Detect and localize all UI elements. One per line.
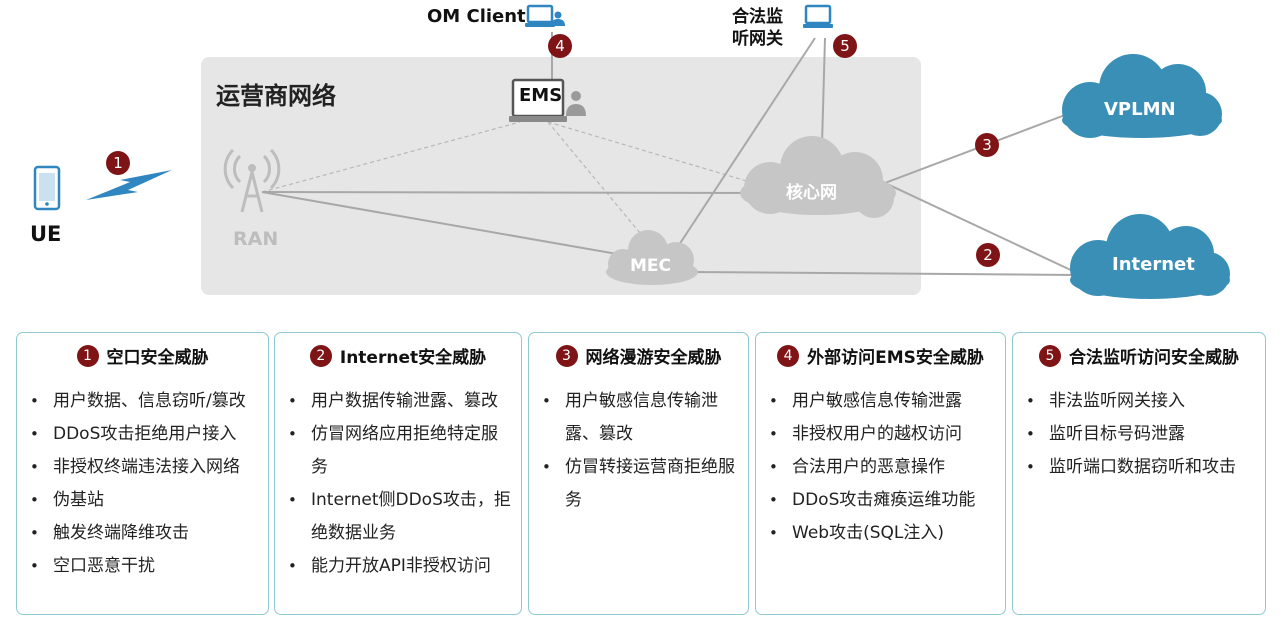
wireless-link-icon	[86, 170, 172, 200]
link-core-internet	[884, 182, 1076, 273]
mec-cloud	[606, 230, 698, 285]
vplmn-cloud	[1062, 54, 1222, 138]
panel-3-badge: 3	[555, 344, 578, 367]
list-item: •Internet侧DDoS攻击，拒绝数据业务	[288, 490, 511, 543]
list-item: •Web攻击(SQL注入)	[769, 523, 944, 543]
list-item: •伪基站	[30, 490, 104, 510]
panel-3-header: 3 网络漫游安全威胁	[529, 343, 748, 368]
antenna-tower-icon	[223, 148, 281, 213]
mec-label: MEC	[630, 256, 672, 276]
core-network-label: 核心网	[786, 183, 837, 203]
panel-1-list: •用户数据、信息窃听/篡改 •DDoS攻击拒绝用户接入 •非授权终端违法接入网络…	[27, 385, 258, 583]
lawful-gateway-computer-icon	[803, 4, 833, 28]
ran-label: RAN	[233, 228, 279, 250]
list-item: •非授权用户的越权访问	[769, 424, 962, 444]
list-item: •用户数据、信息窃听/篡改	[30, 391, 246, 411]
link-gateway-mec	[676, 37, 816, 249]
lawful-gateway-label-line1: 合法监	[732, 7, 783, 27]
list-item: •监听端口数据窃听和攻击	[1026, 457, 1236, 477]
threat-badge-5: 5	[833, 34, 857, 58]
link-mec-internet	[691, 271, 1076, 276]
link-ems-mec	[547, 121, 651, 246]
list-item: •非法监听网关接入	[1026, 391, 1185, 411]
panel-2-list: •用户数据传输泄露、篡改 •仿冒网络应用拒绝特定服务 •Internet侧DDo…	[285, 385, 511, 583]
lawful-gateway-label: 合法监 听网关	[732, 6, 783, 50]
panel-lawful-intercept-threats: 5 合法监听访问安全威胁 •非法监听网关接入 •监听目标号码泄露 •监听端口数据…	[1012, 332, 1266, 615]
panel-4-badge: 4	[777, 344, 800, 367]
list-item: •合法用户的恶意操作	[769, 457, 945, 477]
panel-4-header: 4 外部访问EMS安全威胁	[756, 343, 1005, 368]
phone-icon	[33, 165, 61, 211]
list-item: •监听目标号码泄露	[1026, 424, 1185, 444]
lawful-gateway-label-line2: 听网关	[732, 29, 783, 49]
ue-label: UE	[30, 222, 62, 246]
antenna-top	[248, 164, 256, 172]
panel-2-badge: 2	[309, 344, 332, 367]
panel-4-list: •用户敏感信息传输泄露 •非授权用户的越权访问 •合法用户的恶意操作 •DDoS…	[766, 385, 995, 550]
panel-5-header: 5 合法监听访问安全威胁	[1013, 343, 1265, 368]
om-client-computer-icon	[525, 4, 565, 27]
list-item: •DDoS攻击拒绝用户接入	[30, 424, 237, 444]
list-item: •用户数据传输泄露、篡改	[288, 391, 498, 411]
internet-cloud	[1070, 214, 1230, 299]
threat-badge-1: 1	[106, 151, 130, 175]
vplmn-label: VPLMN	[1104, 99, 1176, 120]
network-diagram	[33, 4, 1230, 299]
list-item: •仿冒网络应用拒绝特定服务	[288, 424, 498, 477]
list-item: •非授权终端违法接入网络	[30, 457, 240, 477]
list-item: •触发终端降维攻击	[30, 523, 189, 543]
internet-label: Internet	[1112, 254, 1195, 275]
panel-air-interface-threats: 1 空口安全威胁 •用户数据、信息窃听/篡改 •DDoS攻击拒绝用户接入 •非授…	[16, 332, 269, 615]
link-ran-core	[261, 191, 761, 194]
panel-3-title: 网络漫游安全威胁	[585, 348, 722, 368]
panel-1-header: 1 空口安全威胁	[17, 343, 268, 368]
list-item: •能力开放API非授权访问	[288, 556, 491, 576]
panel-3-list: •用户敏感信息传输泄露、篡改 •仿冒转接运营商拒绝服务	[539, 385, 738, 517]
panel-2-header: 2 Internet安全威胁	[275, 343, 521, 368]
solid-links	[261, 32, 1076, 276]
list-item: •DDoS攻击瘫痪运维功能	[769, 490, 976, 510]
panel-1-title: 空口安全威胁	[106, 348, 209, 368]
dashed-links	[261, 121, 761, 246]
list-item: •仿冒转接运营商拒绝服务	[542, 457, 735, 510]
panel-ems-access-threats: 4 外部访问EMS安全威胁 •用户敏感信息传输泄露 •非授权用户的越权访问 •合…	[755, 332, 1006, 615]
threat-badge-2: 2	[976, 243, 1000, 267]
carrier-network-title: 运营商网络	[216, 82, 336, 110]
panel-5-badge: 5	[1039, 344, 1061, 367]
link-ems-core	[547, 121, 761, 186]
om-client-label: OM Client	[427, 6, 526, 27]
panel-5-title: 合法监听访问安全威胁	[1069, 348, 1239, 368]
panel-4-title: 外部访问EMS安全威胁	[807, 348, 984, 368]
panel-1-badge: 1	[76, 344, 99, 367]
panel-roaming-threats: 3 网络漫游安全威胁 •用户敏感信息传输泄露、篡改 •仿冒转接运营商拒绝服务	[528, 332, 749, 615]
threat-badge-4: 4	[548, 34, 572, 58]
list-item: •用户敏感信息传输泄露、篡改	[542, 391, 718, 444]
link-gateway-core	[821, 37, 826, 146]
panel-5-list: •非法监听网关接入 •监听目标号码泄露 •监听端口数据窃听和攻击	[1023, 385, 1255, 484]
list-item: •用户敏感信息传输泄露	[769, 391, 962, 411]
list-item: •空口恶意干扰	[30, 556, 155, 576]
threat-badge-3: 3	[975, 133, 999, 157]
panel-2-title: Internet安全威胁	[339, 348, 487, 368]
ems-label: EMS	[519, 85, 563, 106]
core-network-cloud	[740, 136, 896, 218]
ems-server-icon	[509, 78, 586, 122]
link-ran-mec	[261, 191, 641, 259]
link-ran-ems	[261, 121, 521, 193]
panel-internet-threats: 2 Internet安全威胁 •用户数据传输泄露、篡改 •仿冒网络应用拒绝特定服…	[274, 332, 522, 615]
